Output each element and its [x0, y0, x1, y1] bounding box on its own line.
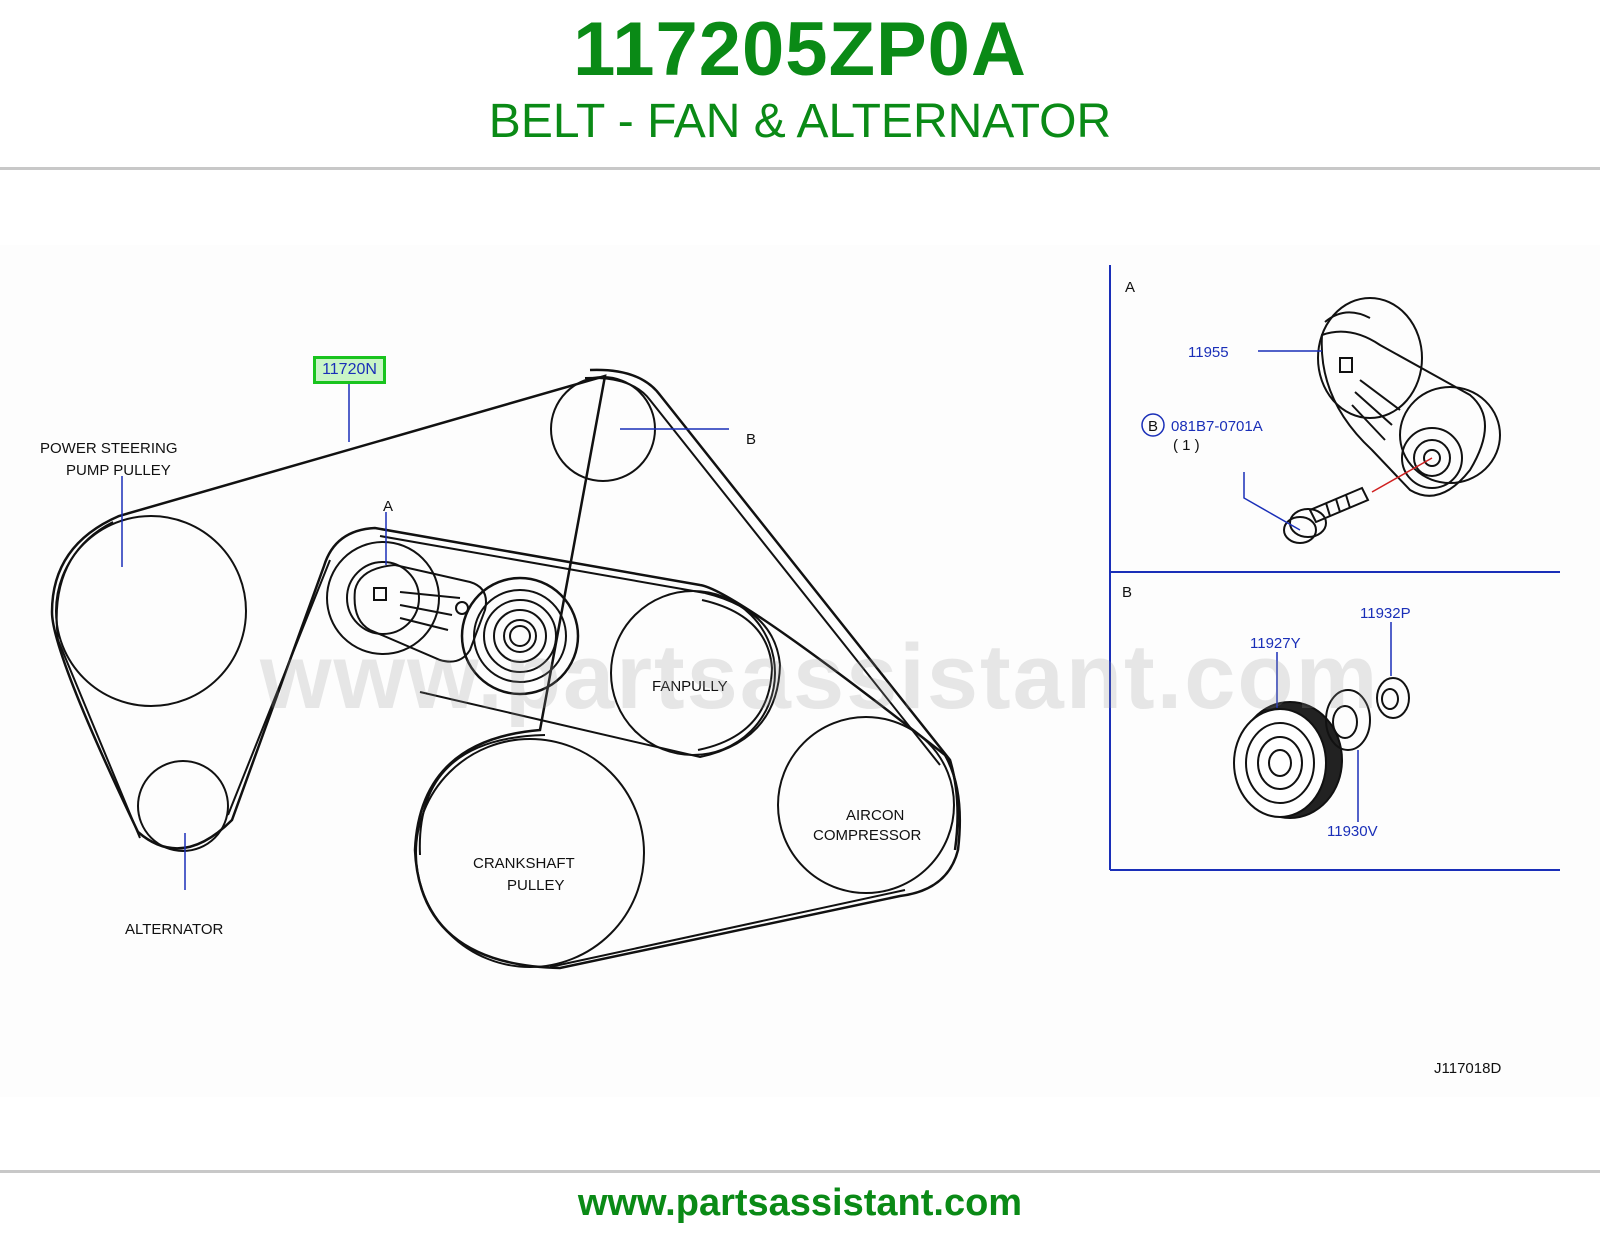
label-power-steering-2: PUMP PULLEY	[66, 462, 171, 479]
bolt-circle-letter: B	[1148, 418, 1158, 435]
label-fan-pulley: FANPULLY	[652, 678, 728, 695]
page-header: 117205ZP0A BELT - FAN & ALTERNATOR	[0, 0, 1600, 170]
footer-divider	[0, 1170, 1600, 1173]
part-callout-bolt: 081B7-0701A	[1171, 418, 1263, 435]
drawing-code: J117018D	[1434, 1060, 1501, 1077]
part-number-title: 117205ZP0A	[573, 7, 1027, 92]
callout-11720n[interactable]: 11720N	[313, 356, 386, 384]
belt-inner	[589, 368, 959, 851]
fan-pulley	[610, 590, 776, 756]
label-alternator: ALTERNATOR	[125, 921, 224, 938]
bolt-icon	[1283, 486, 1370, 544]
label-crankshaft-2: PULLEY	[507, 877, 565, 894]
watermark: www.partsassistant.com	[260, 626, 1380, 728]
crankshaft-pulley	[415, 738, 645, 968]
marker-b: B	[746, 431, 756, 448]
detail-b-pulley	[1233, 701, 1343, 819]
label-aircon-2: COMPRESSOR	[813, 827, 922, 844]
detail-b-title: B	[1122, 584, 1132, 601]
aircon-pulley	[777, 716, 955, 894]
bolt-quantity: ( 1 )	[1173, 437, 1200, 454]
part-callout-11932p: 11932P	[1360, 605, 1411, 622]
part-callout-11930v: 11930V	[1327, 823, 1378, 840]
marker-a: A	[383, 498, 393, 515]
alternator-pulley	[137, 760, 229, 852]
part-callout-11955: 11955	[1188, 344, 1229, 361]
footer-url[interactable]: www.partsassistant.com	[577, 1182, 1023, 1224]
detail-b-spacer	[1376, 677, 1410, 719]
header-divider	[0, 167, 1600, 170]
detail-a-title: A	[1125, 279, 1135, 296]
part-callout-11927y: 11927Y	[1250, 635, 1301, 652]
diagram-background	[0, 245, 1600, 1097]
detail-b-washer	[1325, 689, 1371, 751]
power-steering-pulley	[55, 515, 247, 707]
label-aircon-1: AIRCON	[846, 807, 904, 824]
label-crankshaft-1: CRANKSHAFT	[473, 855, 575, 872]
part-description: BELT - FAN & ALTERNATOR	[488, 95, 1112, 148]
tensioner-assembly	[326, 541, 580, 696]
label-power-steering-1: POWER STEERING	[40, 440, 178, 457]
detail-a-tensioner	[1317, 297, 1501, 497]
